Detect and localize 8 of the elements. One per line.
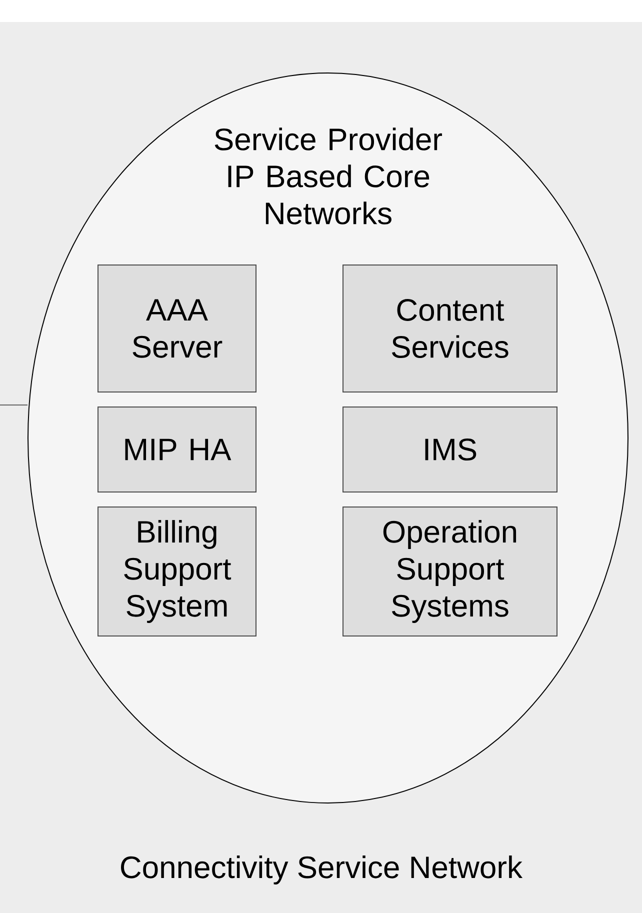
line	[0, 404, 28, 406]
process-box: Billing Support System	[98, 506, 256, 636]
process-box: Content Services	[342, 264, 558, 392]
process-box: MIP HA	[98, 406, 256, 492]
process-box: Operation Support Systems	[342, 506, 558, 636]
title-text: Service Provider IP Based Core Networks	[214, 128, 442, 224]
process-box: IMS	[342, 406, 558, 492]
process-box: AAA Server	[98, 264, 256, 392]
